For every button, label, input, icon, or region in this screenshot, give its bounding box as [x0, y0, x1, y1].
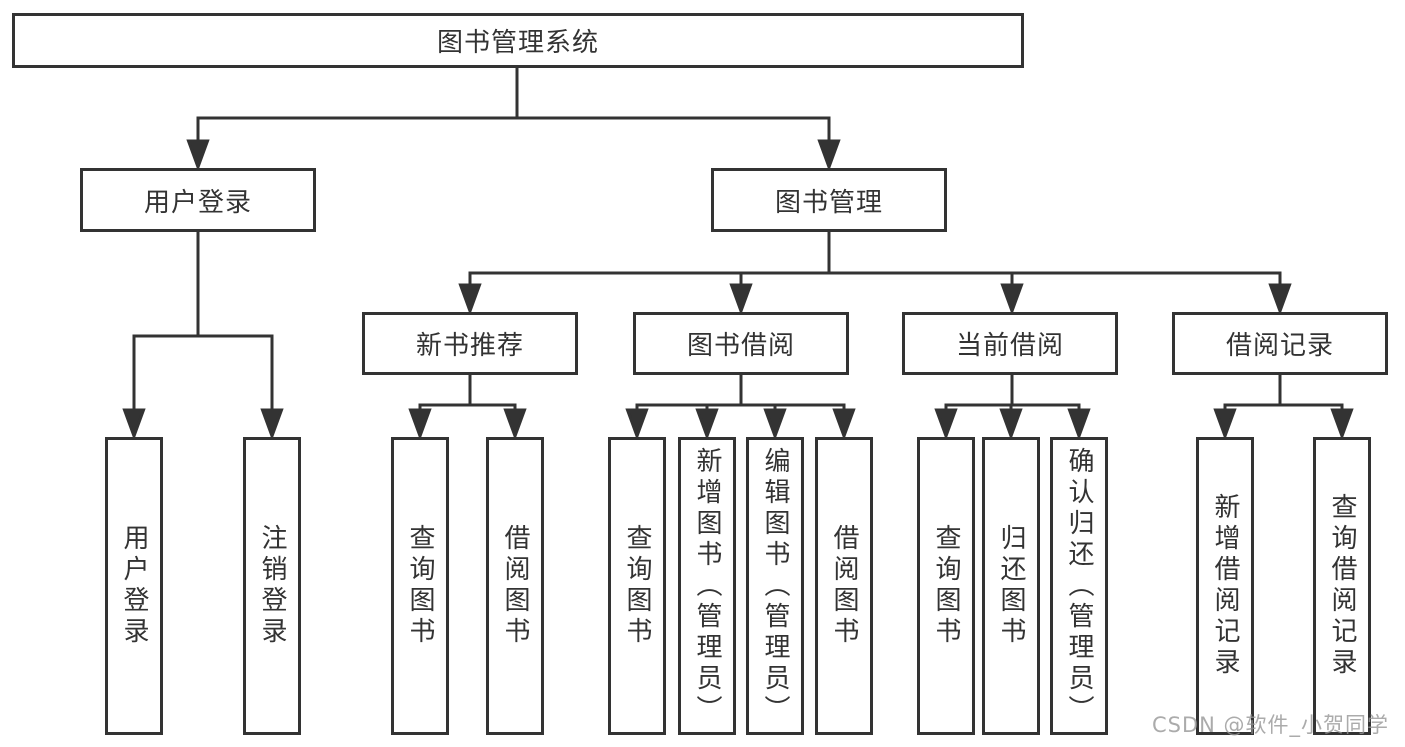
leaf-edit-books-admin: 编辑图书（管理员） [746, 437, 804, 735]
leaf-add-books-admin: 新增图书（管理员） [678, 437, 736, 735]
leaf-query-books-current: 查询图书 [917, 437, 975, 735]
node-borrowing-records: 借阅记录 [1172, 312, 1388, 375]
leaf-add-borrow-record: 新增借阅记录 [1196, 437, 1254, 735]
leaf-borrow-books-recommend: 借阅图书 [486, 437, 544, 735]
leaf-query-books-borrow: 查询图书 [608, 437, 666, 735]
leaf-borrow-books-borrow: 借阅图书 [815, 437, 873, 735]
node-book-borrowing: 图书借阅 [633, 312, 849, 375]
leaf-user-login: 用户登录 [105, 437, 163, 735]
leaf-logout: 注销登录 [243, 437, 301, 735]
node-user-login-branch: 用户登录 [80, 168, 316, 232]
node-new-book-recommendation: 新书推荐 [362, 312, 578, 375]
watermark: CSDN @软件_小贺同学 [1152, 713, 1390, 737]
node-current-borrowing: 当前借阅 [902, 312, 1118, 375]
leaf-confirm-return-admin: 确认归还（管理员） [1050, 437, 1108, 735]
leaf-query-books-recommend: 查询图书 [391, 437, 449, 735]
leaf-return-books: 归还图书 [982, 437, 1040, 735]
node-root: 图书管理系统 [12, 13, 1024, 68]
node-book-management-branch: 图书管理 [711, 168, 947, 232]
leaf-query-borrow-record: 查询借阅记录 [1313, 437, 1371, 735]
